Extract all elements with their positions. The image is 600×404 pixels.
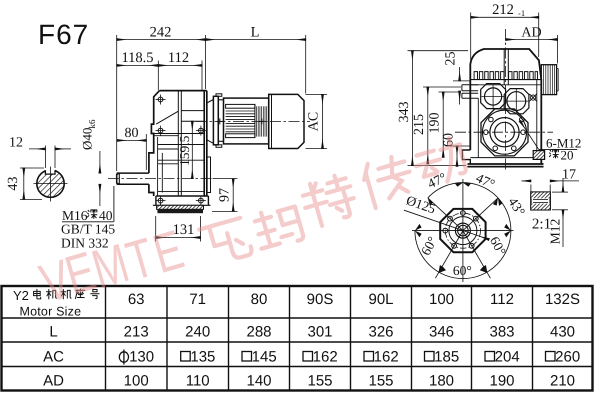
svg-text:100: 100 xyxy=(124,373,149,390)
svg-text:60°: 60° xyxy=(453,263,472,278)
svg-text:97: 97 xyxy=(218,188,233,202)
svg-text:25: 25 xyxy=(443,52,458,66)
svg-text:M12: M12 xyxy=(548,219,563,245)
svg-text:159.5: 159.5 xyxy=(177,135,192,166)
svg-text:L: L xyxy=(251,25,260,41)
svg-text:47°: 47° xyxy=(474,170,497,192)
svg-text:M16: M16 xyxy=(62,208,88,223)
svg-text:DIN 332: DIN 332 xyxy=(61,236,109,251)
svg-text:190: 190 xyxy=(428,113,443,134)
svg-text:GB/T 145: GB/T 145 xyxy=(61,222,115,237)
svg-text:326: 326 xyxy=(368,324,393,341)
svg-text:301: 301 xyxy=(307,324,332,341)
svg-text:112: 112 xyxy=(490,291,514,308)
svg-text:AD: AD xyxy=(43,373,64,390)
svg-text:90L: 90L xyxy=(368,291,393,308)
svg-text:100: 100 xyxy=(429,291,454,308)
svg-text:131: 131 xyxy=(173,222,195,238)
svg-text:346: 346 xyxy=(429,324,454,341)
svg-text:180: 180 xyxy=(429,373,454,390)
svg-text:6-M12: 6-M12 xyxy=(546,136,581,151)
svg-text:210: 210 xyxy=(550,373,575,390)
svg-text:242: 242 xyxy=(150,25,172,41)
svg-text:Ø40: Ø40 xyxy=(80,128,95,150)
svg-text:204: 204 xyxy=(495,349,520,366)
svg-text:430: 430 xyxy=(550,324,575,341)
svg-text:AC: AC xyxy=(43,349,64,366)
svg-text:12: 12 xyxy=(9,136,23,151)
svg-text:383: 383 xyxy=(489,324,514,341)
svg-text:2:1: 2:1 xyxy=(532,217,551,233)
svg-text:40: 40 xyxy=(99,208,113,223)
svg-text:AD: AD xyxy=(521,26,541,41)
svg-text:215: 215 xyxy=(412,114,427,135)
svg-text:185: 185 xyxy=(434,349,459,366)
svg-text:Motor Size: Motor Size xyxy=(20,305,82,319)
svg-text:-1: -1 xyxy=(518,8,525,18)
svg-text:240: 240 xyxy=(185,324,210,341)
svg-text:17: 17 xyxy=(562,168,576,183)
svg-text:71: 71 xyxy=(189,291,206,308)
svg-text:260: 260 xyxy=(555,349,580,366)
svg-text:L: L xyxy=(49,324,57,341)
svg-text:212: 212 xyxy=(492,2,514,18)
svg-text:343: 343 xyxy=(397,102,412,123)
svg-text:90S: 90S xyxy=(307,291,334,308)
svg-text:20: 20 xyxy=(561,148,574,163)
svg-text:213: 213 xyxy=(124,324,149,341)
svg-text:288: 288 xyxy=(246,324,271,341)
svg-text:k6: k6 xyxy=(87,119,97,129)
svg-text:132S: 132S xyxy=(545,291,580,308)
svg-text:190: 190 xyxy=(489,373,514,390)
svg-text:Y2: Y2 xyxy=(13,288,29,303)
svg-text:155: 155 xyxy=(307,373,332,390)
svg-text:AC: AC xyxy=(307,112,322,131)
svg-text:162: 162 xyxy=(313,349,338,366)
svg-text:F67: F67 xyxy=(38,19,89,50)
svg-text:135: 135 xyxy=(190,349,215,366)
svg-text:63: 63 xyxy=(128,291,145,308)
svg-text:155: 155 xyxy=(368,373,393,390)
svg-text:130: 130 xyxy=(129,349,154,366)
svg-text:80: 80 xyxy=(251,291,268,308)
svg-text:110: 110 xyxy=(186,373,210,390)
svg-text:112: 112 xyxy=(168,50,189,66)
svg-text:118.5: 118.5 xyxy=(121,50,153,66)
svg-text:140: 140 xyxy=(246,373,271,390)
svg-text:80: 80 xyxy=(125,126,139,141)
svg-text:43: 43 xyxy=(6,177,21,191)
svg-text:145: 145 xyxy=(252,349,277,366)
svg-text:162: 162 xyxy=(374,349,399,366)
